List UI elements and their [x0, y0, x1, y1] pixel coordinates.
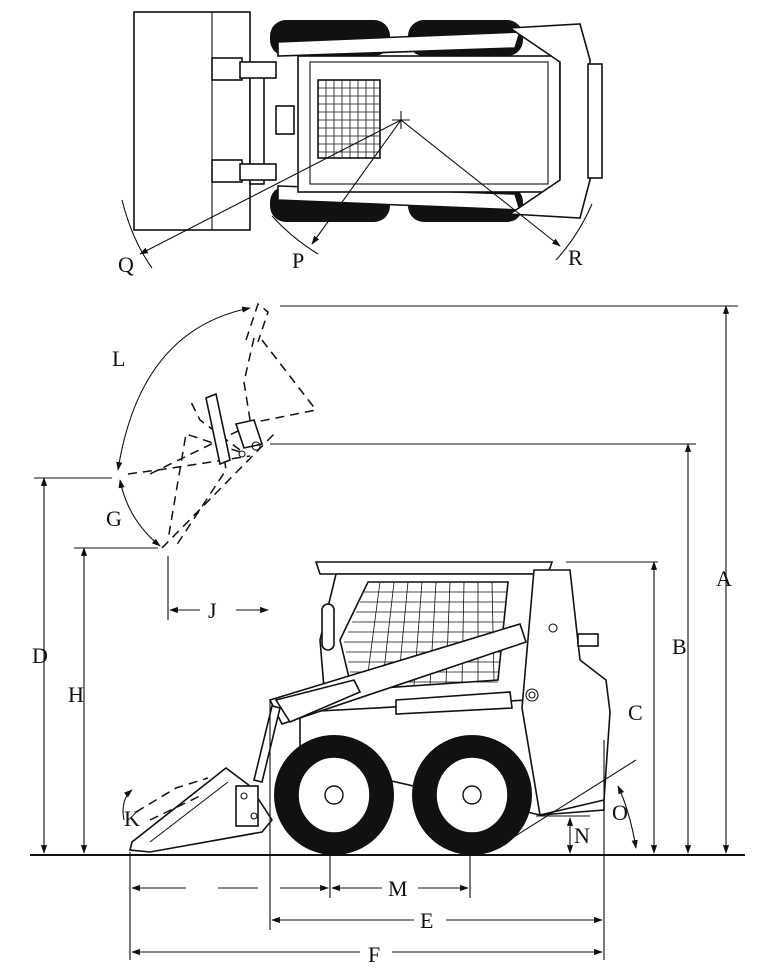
label-h: H	[68, 682, 84, 707]
top-rear-bumper	[587, 63, 603, 179]
label-g: G	[106, 506, 122, 531]
rear-tire	[412, 735, 532, 855]
arc-g	[118, 479, 161, 547]
label-q: Q	[118, 252, 134, 277]
arc-l	[116, 306, 251, 471]
label-j: J	[208, 598, 217, 623]
label-k: K	[124, 806, 140, 831]
radius-r-line	[400, 119, 561, 247]
arc-k	[122, 789, 133, 821]
raised-arm-ghost	[127, 302, 317, 549]
label-e: E	[420, 908, 433, 933]
label-c: C	[628, 700, 643, 725]
top-view: Q P R	[118, 11, 603, 277]
label-f: F	[368, 942, 380, 967]
cab-roof	[314, 561, 554, 575]
label-r: R	[568, 245, 583, 270]
label-d: D	[32, 643, 48, 668]
lift-cylinder	[253, 705, 281, 783]
label-m: M	[388, 876, 408, 901]
top-rear-counterweight	[507, 23, 591, 219]
top-cab-grid	[317, 79, 381, 159]
label-p: P	[292, 248, 304, 273]
arc-o	[617, 785, 638, 849]
top-lift-arm-left	[277, 31, 522, 57]
label-o: O	[612, 800, 628, 825]
radius-p-line	[311, 119, 402, 245]
label-n: N	[574, 823, 590, 848]
rear-tower	[521, 569, 611, 816]
label-b: B	[672, 634, 687, 659]
label-l: L	[112, 346, 125, 371]
label-a: A	[716, 566, 732, 591]
front-tire	[274, 735, 394, 855]
side-view: A B C D E F G H J K L M N O	[30, 302, 745, 967]
radius-q-line	[139, 119, 402, 255]
departure-angle-line	[489, 759, 637, 853]
top-bucket	[133, 11, 251, 231]
